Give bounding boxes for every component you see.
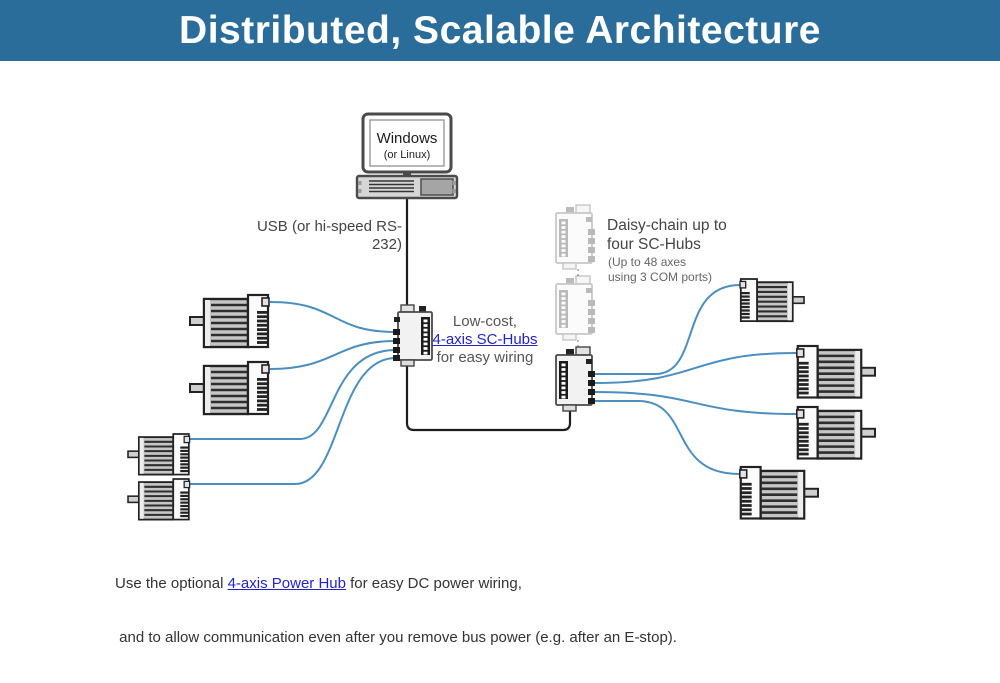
power-hub-note-line2: and to allow communication even after yo… [115,629,677,646]
motor-right-1 [738,277,806,323]
daisy-line1: Daisy-chain up to [607,217,727,234]
power-hub-note: Use the optional 4-axis Power Hub for ea… [115,539,677,683]
sc-hubs-link[interactable]: 4-axis SC-Hubs [432,331,538,348]
os-sublabel: (or Linux) [384,149,430,161]
ghost-sc-hub-2 [555,275,596,341]
motor-right-2 [795,344,877,399]
ghost-sc-hub-1 [555,204,596,270]
motor-right-3 [795,405,877,460]
daisy-note2: using 3 COM ports) [608,270,713,284]
daisy-line2: four SC-Hubs [607,236,701,253]
power-hub-link[interactable]: 4-axis Power Hub [227,575,346,592]
motor-left-1 [188,293,271,349]
daisy-chain-note: (Up to 48 axes using 3 COM ports) [608,255,712,285]
motor-left-2 [188,360,271,416]
daisy-chain-cable [405,366,572,432]
daisy-chain-callout: Daisy-chain up to four SC-Hubs [607,216,727,254]
motor-cables-right [594,284,797,475]
host-computer: Windows (or Linux) [355,112,459,200]
title-banner: Distributed, Scalable Architecture [0,0,1000,61]
power-hub-note-line1: Use the optional 4-axis Power Hub for ea… [115,575,677,593]
os-label: Windows [377,130,438,147]
usb-connection-label: USB (or hi-speed RS-232) [256,218,402,253]
motor-cables-left [190,301,397,485]
hub-callout-line3: for easy wiring [436,349,534,366]
diagram-canvas: Windows (or Linux) [126,112,877,521]
architecture-diagram: Windows (or Linux) [0,61,1000,646]
motor-right-4 [738,465,820,520]
monitor-screen [369,119,445,167]
hub-callout-line1: Low-cost, [452,313,518,330]
monitor-stand [403,172,411,177]
system-unit [355,174,459,200]
footer-text-prefix: Use the optional [115,575,228,592]
sc-hub-callout: Low-cost, 4-axis SC-Hubs for easy wiring [432,313,538,367]
sc-hub-secondary [555,346,596,412]
motor-left-4 [126,477,191,521]
sc-hub-primary [393,304,433,367]
footer-text-suffix: for easy DC power wiring, [345,575,522,592]
motor-left-3 [126,432,191,476]
page-title: Distributed, Scalable Architecture [179,8,821,52]
daisy-note1: (Up to 48 axes [608,255,687,269]
